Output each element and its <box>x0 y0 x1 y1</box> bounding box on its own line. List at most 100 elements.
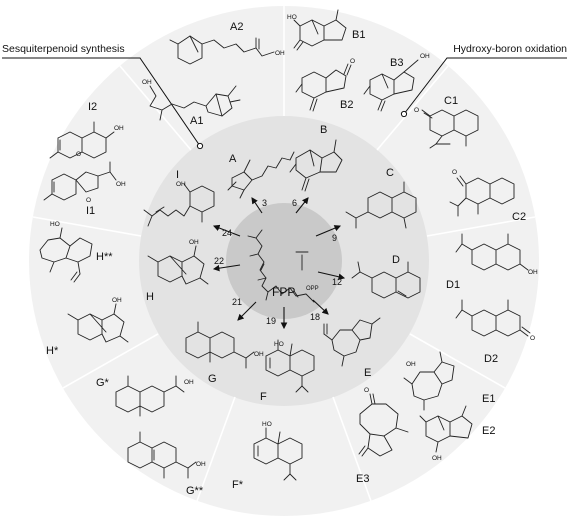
structure-d1 <box>455 233 529 271</box>
label-b1-ho: HO <box>287 14 297 21</box>
arrow-to-g <box>237 301 257 321</box>
structure-e <box>323 317 381 367</box>
structure-c1 <box>421 109 479 149</box>
arrow-number-21: 21 <box>232 297 242 307</box>
structure-g-double-star <box>127 431 197 479</box>
callout-left: Sesquiterpenoid synthesis <box>2 43 204 150</box>
label-c1: C1 <box>444 95 458 107</box>
arrow-number-3: 3 <box>262 198 267 208</box>
label-g-double-star-oh: OH <box>196 461 206 468</box>
structure-h-double-star <box>39 227 93 283</box>
structure-e2 <box>419 405 473 453</box>
inner-disc <box>226 203 342 319</box>
sector-dividers <box>32 6 536 502</box>
label-g-star-oh: OH <box>184 379 194 386</box>
structure-i1 <box>43 161 117 201</box>
arrow-to-i <box>212 224 241 237</box>
structure-d2 <box>455 299 531 337</box>
arrow-numbers: 3 6 9 12 18 19 21 22 24 <box>214 198 342 326</box>
label-h-star-oh: OH <box>112 297 122 304</box>
arrow-number-22: 22 <box>214 256 224 266</box>
fpp-structure <box>247 229 315 303</box>
label-g-oh: OH <box>254 351 264 358</box>
label-d2-o: O <box>530 335 535 342</box>
label-e2: E2 <box>482 425 495 437</box>
label-e3-o: O <box>364 387 369 394</box>
label-d: D <box>392 254 400 266</box>
label-c1-o: O <box>414 107 419 114</box>
label-a1: A1 <box>190 115 203 127</box>
arrow-number-19: 19 <box>266 316 276 326</box>
label-i: I <box>176 169 179 181</box>
label-h-double-star: H** <box>96 251 113 263</box>
arrow-to-a <box>251 197 263 214</box>
structure-b2 <box>295 63 352 112</box>
label-i2-oh: OH <box>114 125 124 132</box>
label-d1: D1 <box>446 279 460 291</box>
label-h-star: H* <box>46 345 59 357</box>
label-e: E <box>364 367 371 379</box>
reaction-arrows <box>212 197 346 330</box>
label-h-double-star-ho: HO <box>50 221 60 228</box>
structure-i <box>143 183 215 227</box>
label-c2: C2 <box>512 211 526 223</box>
structure-g <box>185 321 255 369</box>
label-f-star-ho: HO <box>262 421 272 428</box>
label-a1-oh: OH <box>142 79 152 86</box>
label-i1-o: O <box>86 197 91 204</box>
label-a2-oh: OH <box>275 50 285 57</box>
structure-f-star <box>253 427 303 481</box>
label-h-oh: OH <box>189 239 199 246</box>
label-i2: I2 <box>88 101 97 113</box>
fpp-label: FPP <box>272 285 295 299</box>
label-b3-oh: OH <box>420 53 430 60</box>
arrow-number-9: 9 <box>332 233 337 243</box>
arrow-to-h <box>212 264 241 272</box>
structure-i2 <box>49 121 115 159</box>
label-a2: A2 <box>230 21 243 33</box>
label-g-star: G* <box>96 377 110 389</box>
label-b: B <box>320 124 327 136</box>
arrow-number-24: 24 <box>222 228 232 238</box>
structure-a1 <box>149 85 241 121</box>
label-i2-o: O <box>76 151 81 158</box>
label-h: H <box>146 291 154 303</box>
structure-a2 <box>169 35 275 65</box>
callout-right: Hydroxy-boron oxidation <box>400 43 567 118</box>
structure-d <box>351 261 421 299</box>
arrow-to-b <box>295 197 309 214</box>
label-d2: D2 <box>484 353 498 365</box>
label-i-oh: OH <box>176 181 186 188</box>
opp-label: OPP <box>306 286 319 292</box>
label-c2-o: O <box>452 169 457 176</box>
label-b2: B2 <box>340 99 353 111</box>
structure-b1 <box>293 9 347 51</box>
label-e3: E3 <box>356 473 369 485</box>
callout-left-text: Sesquiterpenoid synthesis <box>2 43 125 55</box>
structure-f <box>265 339 315 393</box>
callout-right-text: Hydroxy-boron oxidation <box>453 43 567 55</box>
structure-e1 <box>403 351 455 411</box>
structure-b3 <box>363 59 419 112</box>
arrow-number-12: 12 <box>332 277 342 287</box>
label-i1-oh: OH <box>116 181 126 188</box>
structure-b <box>289 139 343 192</box>
structure-a <box>227 151 295 199</box>
label-b1: B1 <box>352 29 365 41</box>
label-b2-o: O <box>350 58 355 65</box>
structure-h-star <box>67 303 129 343</box>
label-f-star: F* <box>232 479 244 491</box>
label-g-double-star: G** <box>186 485 204 497</box>
structure-g-star <box>115 375 185 417</box>
label-f-oh: HO <box>274 341 284 348</box>
label-e1-oh: OH <box>406 361 416 368</box>
structure-c <box>345 181 417 229</box>
arrow-number-6: 6 <box>292 198 297 208</box>
arrow-to-e <box>312 299 329 315</box>
label-d1-oh: OH <box>528 269 538 276</box>
label-c: C <box>386 167 394 179</box>
label-a: A <box>229 153 237 165</box>
label-f: F <box>260 391 267 403</box>
arrow-number-18: 18 <box>310 312 320 322</box>
